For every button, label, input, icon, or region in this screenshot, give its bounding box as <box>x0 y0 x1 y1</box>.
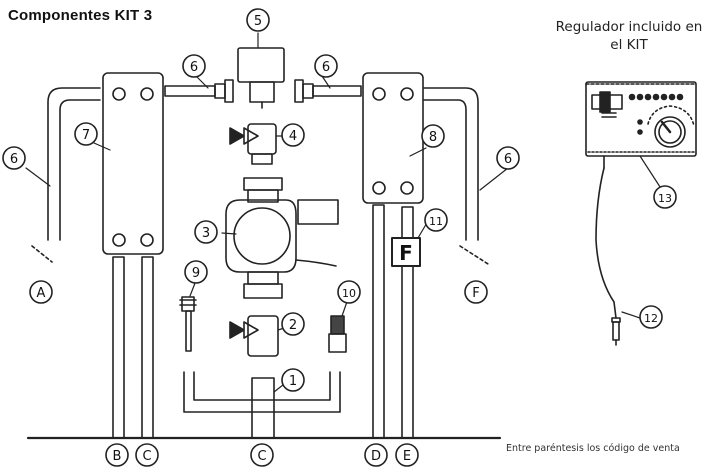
letter-callout-label: B <box>113 449 122 464</box>
manifold-1 <box>183 371 341 439</box>
number-callout-label: 5 <box>254 14 262 29</box>
number-callout-label: 6 <box>10 152 18 167</box>
filter-box: F <box>391 237 421 267</box>
number-callout-3: 4 <box>281 123 305 147</box>
valve-4 <box>229 123 277 165</box>
number-callout-label: 6 <box>322 60 330 75</box>
footnote: Entre paréntesis los código de venta <box>506 443 680 454</box>
regulator-13 <box>585 81 697 191</box>
diagram-title: Componentes KIT 3 <box>8 7 153 24</box>
number-callout-9: 7 <box>74 122 98 146</box>
number-callout-10: 8 <box>421 124 445 148</box>
number-callout-label: 9 <box>192 266 200 281</box>
number-callout-label: 6 <box>190 60 198 75</box>
pipe-right-outer-inner <box>423 99 467 241</box>
number-callout-label: 1 <box>289 374 297 389</box>
number-callout-6: 6 <box>314 54 338 78</box>
number-callout-8: 6 <box>496 146 520 170</box>
number-callout-label: 3 <box>202 226 210 241</box>
number-callout-4: 5 <box>246 8 270 32</box>
letter-callout-label: E <box>403 449 411 464</box>
valve-2 <box>229 315 279 357</box>
number-callout-label: 12 <box>644 312 658 325</box>
filter-mark: F <box>399 241 413 265</box>
number-callout-label: 11 <box>429 215 443 228</box>
union-right <box>294 79 314 103</box>
letter-callout-3: C <box>250 443 274 467</box>
number-callout-11: 9 <box>184 260 208 284</box>
number-callout-14: 12 <box>639 305 663 329</box>
pipe-right-outer <box>423 87 479 241</box>
number-callout-label: 8 <box>429 130 437 145</box>
number-callout-12: 10 <box>337 280 361 304</box>
heat-exchanger-7 <box>102 72 164 255</box>
component-10 <box>328 315 347 353</box>
letter-callout-2: C <box>135 443 159 467</box>
number-callout-13: 11 <box>424 208 448 232</box>
number-callout-15: 13 <box>653 185 677 209</box>
letter-callout-5: E <box>395 443 419 467</box>
number-callout-7: 6 <box>2 146 26 170</box>
letter-callout-4: D <box>364 443 388 467</box>
regulator-label-line1: Regulador incluido en <box>555 19 703 35</box>
number-callout-label: 4 <box>289 129 297 144</box>
component-5 <box>237 47 285 109</box>
number-callout-5: 6 <box>182 54 206 78</box>
regulator-label-line2: el KIT <box>610 37 648 53</box>
pipe-left-outer-inner <box>59 99 101 241</box>
number-callout-label: 2 <box>289 318 297 333</box>
pipe-C-right <box>372 204 385 439</box>
letter-callout-label: C <box>142 449 151 464</box>
pipe-top-right <box>312 85 362 97</box>
pipe-left-cut <box>31 245 53 263</box>
pipe-left-outer <box>47 87 101 241</box>
pipe-C-left <box>141 256 154 439</box>
number-callout-2: 3 <box>194 220 218 244</box>
number-callout-label: 7 <box>82 128 90 143</box>
letter-callout-1: B <box>105 443 129 467</box>
number-callout-0: 1 <box>281 368 305 392</box>
component-9 <box>179 296 197 352</box>
pipe-E <box>401 206 414 439</box>
union-left <box>214 79 234 103</box>
number-callout-label: 10 <box>342 287 356 300</box>
number-callout-label: 13 <box>658 192 672 205</box>
pipe-B <box>112 256 125 439</box>
letter-callout-label: A <box>37 286 46 301</box>
letter-callout-label: D <box>371 449 381 464</box>
letter-callout-label: F <box>472 286 479 301</box>
pipe-right-cut <box>459 245 489 265</box>
heat-exchanger-8 <box>362 72 424 204</box>
regulator-label: Regulador incluido en el KIT <box>540 18 718 54</box>
letter-callout-0: A <box>29 280 53 304</box>
sensor-cable-12 <box>595 167 641 346</box>
number-callout-label: 6 <box>504 152 512 167</box>
letter-callout-label: C <box>257 449 266 464</box>
number-callout-1: 2 <box>281 312 305 336</box>
letter-callout-6: F <box>464 280 488 304</box>
pump-3 <box>225 177 339 299</box>
